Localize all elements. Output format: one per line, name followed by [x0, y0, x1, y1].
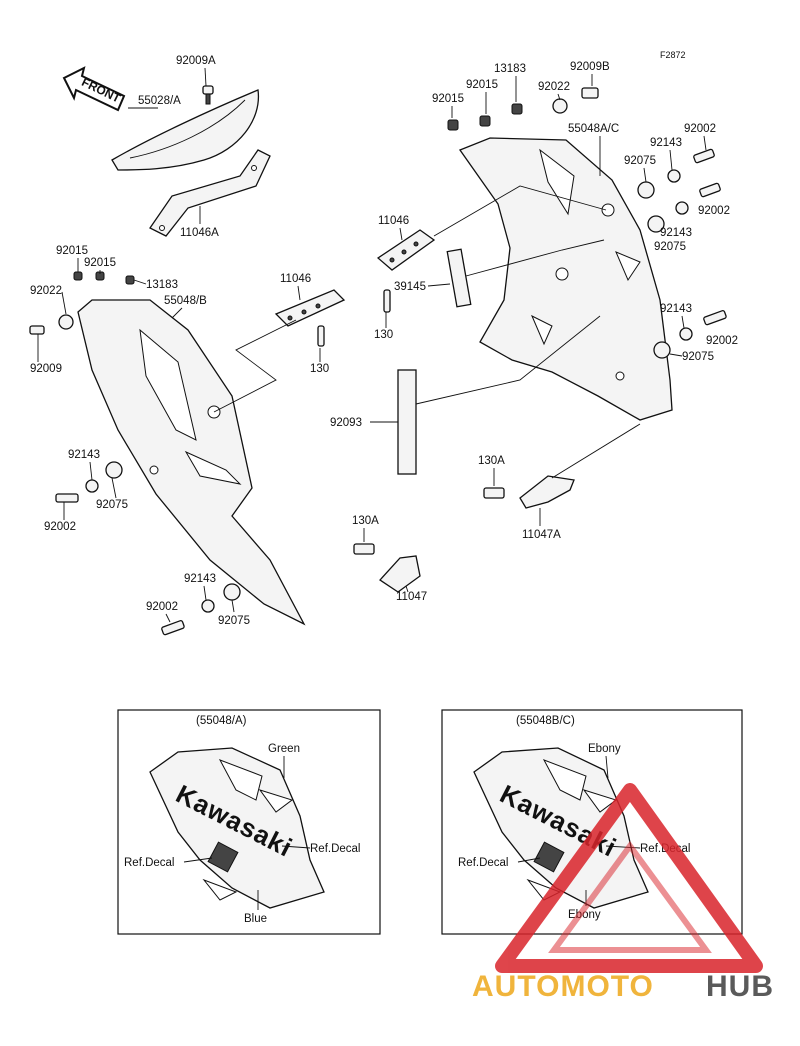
figure-code: F2872: [660, 50, 686, 60]
callout-11047A: 11047A: [522, 529, 561, 541]
bolt-130-r: [383, 289, 391, 313]
inset-left-title: (55048/A): [196, 715, 247, 727]
strip-39145: [446, 248, 472, 308]
front-arrow-icon: FRONT: [62, 66, 126, 112]
callout-92022-l: 92022: [30, 285, 62, 297]
callout-130-r: 130: [374, 329, 393, 341]
inset-right-color-top: Ebony: [588, 743, 621, 755]
callout-55048AC: 55048A/C: [568, 123, 619, 135]
inset-left-color-bottom: Blue: [244, 913, 267, 925]
callout-92002-l2: 92002: [146, 601, 178, 613]
inset-right-title: (55048B/C): [516, 715, 575, 727]
callout-11046A: 11046A: [180, 227, 219, 239]
callout-92075-r1: 92075: [624, 155, 656, 167]
callout-39145: 39145: [394, 281, 426, 293]
callout-92002-r2: 92002: [698, 205, 730, 217]
inset-left: (55048/A) Kawasaki Green Ref.Decal Ref.D…: [117, 709, 381, 935]
callout-92009-l: 92009: [30, 363, 62, 375]
callout-92075-l2: 92075: [218, 615, 250, 627]
callout-11046-r: 11046: [378, 215, 409, 227]
inset-left-decal-right: Ref.Decal: [310, 843, 361, 855]
callout-92093: 92093: [330, 417, 362, 429]
hardware-right-3: [653, 310, 727, 359]
callout-92075-l1: 92075: [96, 499, 128, 511]
callout-92075-r3: 92075: [682, 351, 714, 363]
callout-11046-mid: 11046: [280, 273, 311, 285]
pad-92093: [397, 369, 417, 475]
grommets-55048AC-top: [447, 87, 599, 131]
bracket-11046A: [149, 149, 271, 237]
bracket-11047: [353, 543, 421, 593]
bracket-11046-mid: [274, 289, 346, 347]
callout-92143-l2: 92143: [184, 573, 216, 585]
cover-55028A: [111, 89, 260, 171]
callout-92022-r: 92022: [538, 81, 570, 93]
inset-right-decal-left: Ref.Decal: [458, 857, 509, 869]
hardware-right-1: [637, 148, 715, 199]
callout-92143-r2: 92143: [660, 227, 692, 239]
watermark-text-gray: HUB: [706, 970, 774, 1003]
bolt-92009A: [202, 85, 214, 105]
callout-11047: 11047: [396, 591, 427, 603]
watermark-triangle-icon: [495, 783, 763, 973]
bracket-11047A: [483, 475, 575, 509]
callout-13183-l: 13183: [146, 279, 178, 291]
hardware-right-2: [647, 182, 721, 233]
callout-92015-l2: 92015: [84, 257, 116, 269]
callout-92002-r1: 92002: [684, 123, 716, 135]
callout-55048B: 55048/B: [164, 295, 207, 307]
inset-right-decal-icon: [533, 841, 565, 873]
callout-92143-l1: 92143: [68, 449, 100, 461]
callout-92002-r3: 92002: [706, 335, 738, 347]
callout-92015-r2: 92015: [432, 93, 464, 105]
callout-130A-c: 130A: [352, 515, 379, 527]
inset-left-decal-icon: [207, 841, 239, 873]
inset-left-color-top: Green: [268, 743, 300, 755]
inset-left-decal-left: Ref.Decal: [124, 857, 175, 869]
fairing-55048AC: [458, 137, 673, 421]
callout-92143-r1: 92143: [650, 137, 682, 149]
callout-92009A: 92009A: [176, 55, 216, 67]
callout-130A-r: 130A: [478, 455, 505, 467]
callout-130-mid: 130: [310, 363, 329, 375]
callout-92009B: 92009B: [570, 61, 610, 73]
fairing-55048B: [77, 299, 306, 626]
callout-92015-l1: 92015: [56, 245, 88, 257]
callout-55028A: 55028/A: [138, 95, 181, 107]
callout-13183-r: 13183: [494, 63, 526, 75]
bracket-11046-r: [376, 229, 436, 271]
callout-92075-r2: 92075: [654, 241, 686, 253]
callout-92015-r1: 92015: [466, 79, 498, 91]
watermark-logo: [495, 783, 763, 973]
inset-right: (55048B/C) Kawasaki Ebony Ref.Decal Ref.…: [441, 709, 743, 935]
callout-92002-l1: 92002: [44, 521, 76, 533]
watermark-text-orange: AUTOMOTO: [472, 970, 654, 1003]
hardware-left-mid: [55, 461, 123, 503]
callout-92143-r3: 92143: [660, 303, 692, 315]
